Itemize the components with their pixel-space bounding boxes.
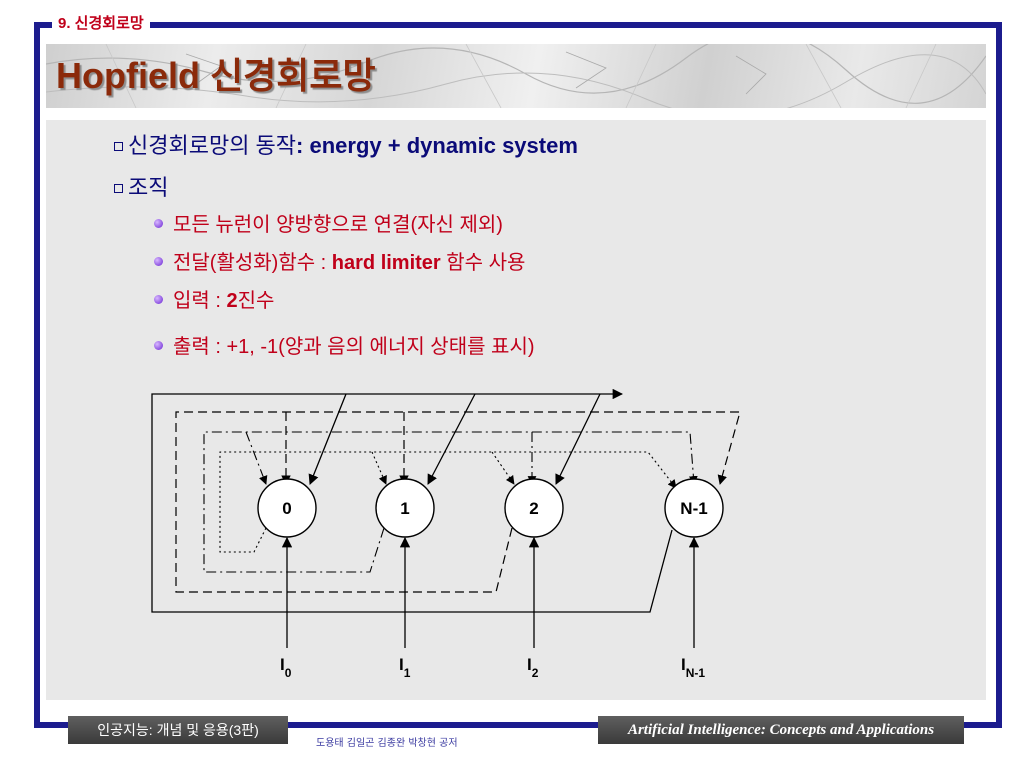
round-bullet-icon bbox=[154, 219, 163, 228]
sub-bullet-output: 출력 : +1, -1(양과 음의 에너지 상태를 표시) bbox=[154, 330, 535, 359]
sub-bullet-activation-post: 함수 사용 bbox=[440, 252, 526, 274]
square-bullet-icon bbox=[114, 184, 123, 193]
sub-bullet-input: 입력 : 2진수 bbox=[154, 284, 274, 313]
neuron-node-1: 1 bbox=[375, 478, 435, 538]
sub-bullet-activation-bold: hard limiter bbox=[331, 252, 441, 274]
feedback-loop-node-0 bbox=[219, 451, 677, 553]
neuron-node-2-label: 2 bbox=[529, 499, 538, 518]
sub-bullet-connections-text: 모든 뉴런이 양방향으로 연결(자신 제외) bbox=[173, 214, 503, 236]
input-label-n-1-sub: N-1 bbox=[686, 666, 706, 680]
neuron-node-n-1-label: N-1 bbox=[680, 499, 707, 518]
content-panel bbox=[46, 120, 986, 700]
input-label-2-base: I bbox=[527, 655, 532, 674]
sub-bullet-connections: 모든 뉴런이 양방향으로 연결(자신 제외) bbox=[154, 208, 503, 237]
frame-top-border bbox=[34, 22, 1002, 28]
bullet-operation: 신경회로망의 동작: energy + dynamic system bbox=[114, 128, 578, 160]
section-tag: 9. 신경회로망 bbox=[52, 14, 150, 34]
input-label-1: I1 bbox=[399, 655, 411, 680]
sub-bullet-input-bold: 2 bbox=[226, 290, 238, 312]
frame-right-border bbox=[996, 22, 1002, 728]
input-label-1-base: I bbox=[399, 655, 404, 674]
input-label-0-base: I bbox=[280, 655, 285, 674]
sub-bullet-activation-pre: 전달(활성화)함수 : bbox=[173, 252, 332, 274]
input-label-n-1-base: I bbox=[681, 655, 686, 674]
input-label-2-sub: 2 bbox=[532, 666, 539, 680]
frame-left-border bbox=[34, 22, 40, 728]
square-bullet-icon bbox=[114, 142, 123, 151]
input-label-0: I0 bbox=[280, 655, 292, 680]
input-label-1-sub: 1 bbox=[404, 666, 411, 680]
input-arrows bbox=[281, 536, 700, 648]
neuron-node-1-label: 1 bbox=[400, 499, 409, 518]
sub-bullet-input-post: 진수 bbox=[237, 290, 275, 312]
title-band bbox=[46, 44, 986, 108]
bullet-organization: 조직 bbox=[114, 170, 168, 202]
neuron-node-0: 0 bbox=[257, 478, 317, 538]
input-label-2: I2 bbox=[527, 655, 539, 680]
sub-bullet-activation: 전달(활성화)함수 : hard limiter 함수 사용 bbox=[154, 246, 525, 275]
feedback-loop-node-2 bbox=[175, 411, 741, 593]
footer-authors: 도용태 김일곤 김종완 박창현 공저 bbox=[316, 738, 458, 749]
marble-texture bbox=[46, 44, 986, 108]
feedback-loop-node-n-1 bbox=[151, 388, 673, 613]
bullet-operation-label: 신경회로망의 동작 bbox=[128, 133, 297, 158]
neuron-node-0-label: 0 bbox=[282, 499, 291, 518]
footer-book-title: 인공지능: 개념 및 응용(3판) bbox=[68, 716, 288, 744]
frame-bottom-border bbox=[34, 722, 1002, 728]
footer-english-title: Artificial Intelligence: Concepts and Ap… bbox=[598, 716, 964, 744]
bullet-operation-detail: : energy + dynamic system bbox=[296, 133, 578, 158]
input-label-0-sub: 0 bbox=[285, 666, 292, 680]
bullet-organization-label: 조직 bbox=[128, 175, 169, 200]
feedback-loop-node-1 bbox=[203, 431, 698, 573]
sub-bullet-input-pre: 입력 : bbox=[173, 290, 227, 312]
sub-bullet-output-text: 출력 : +1, -1(양과 음의 에너지 상태를 표시) bbox=[173, 336, 535, 358]
input-label-n-1: IN-1 bbox=[681, 655, 705, 680]
slide-title: Hopfield 신경회로망 bbox=[56, 55, 376, 96]
neuron-node-n-1: N-1 bbox=[664, 478, 724, 538]
round-bullet-icon bbox=[154, 341, 163, 350]
round-bullet-icon bbox=[154, 295, 163, 304]
neuron-node-2: 2 bbox=[504, 478, 564, 538]
round-bullet-icon bbox=[154, 257, 163, 266]
